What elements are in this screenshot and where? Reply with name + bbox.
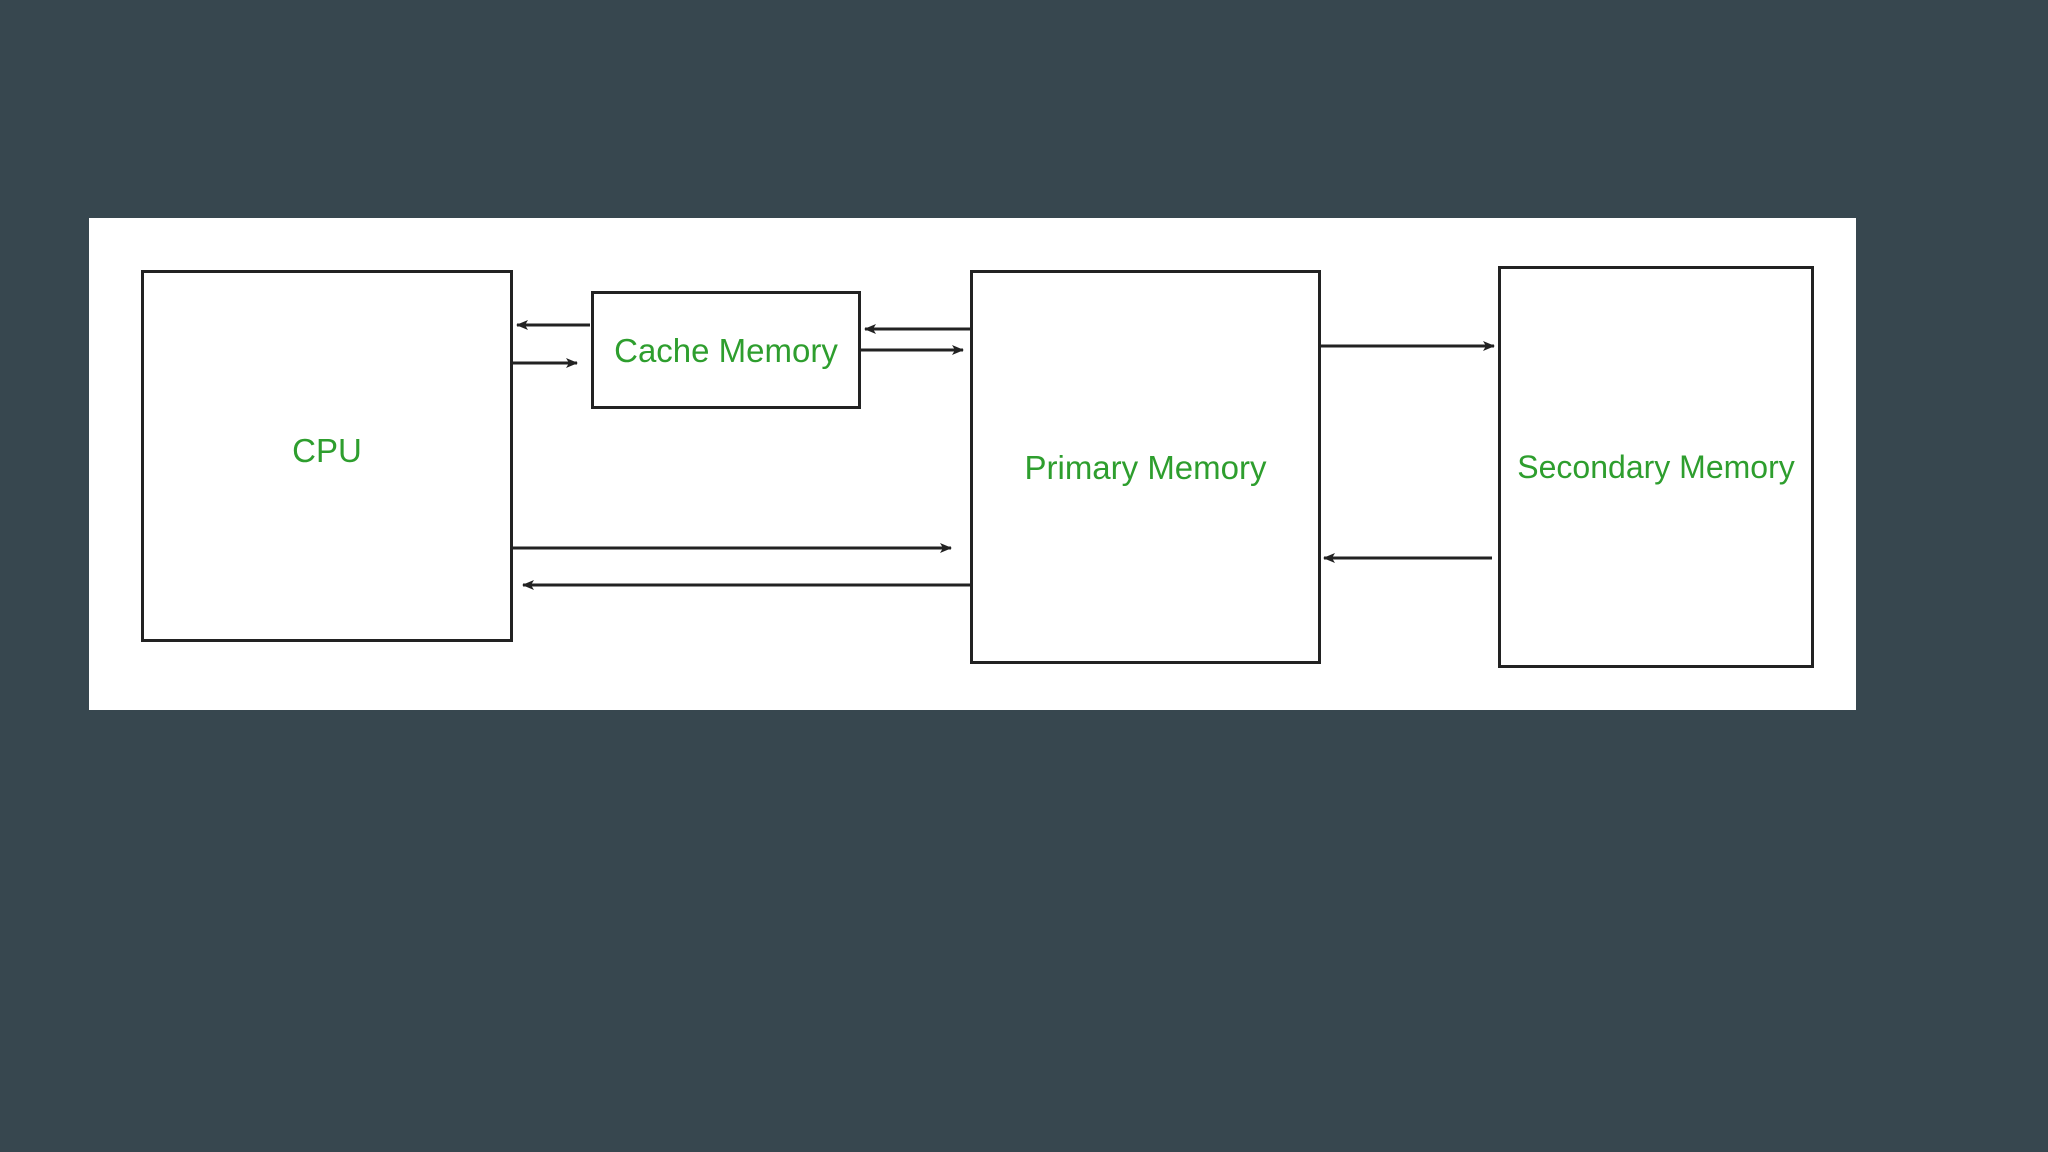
secondary-memory-label: Secondary Memory	[1517, 449, 1795, 485]
cpu-label: CPU	[292, 431, 362, 469]
primary-memory-box: Primary Memory	[970, 270, 1321, 664]
primary-memory-label: Primary Memory	[1024, 448, 1267, 486]
secondary-memory-box: Secondary Memory	[1498, 266, 1814, 668]
memory-hierarchy-diagram: CPU Cache Memory Primary Memory Secondar…	[89, 218, 1856, 710]
cpu-box: CPU	[141, 270, 513, 642]
diagram-arrows	[513, 320, 1495, 590]
cache-memory-label: Cache Memory	[614, 331, 838, 369]
cache-memory-box: Cache Memory	[591, 291, 861, 409]
